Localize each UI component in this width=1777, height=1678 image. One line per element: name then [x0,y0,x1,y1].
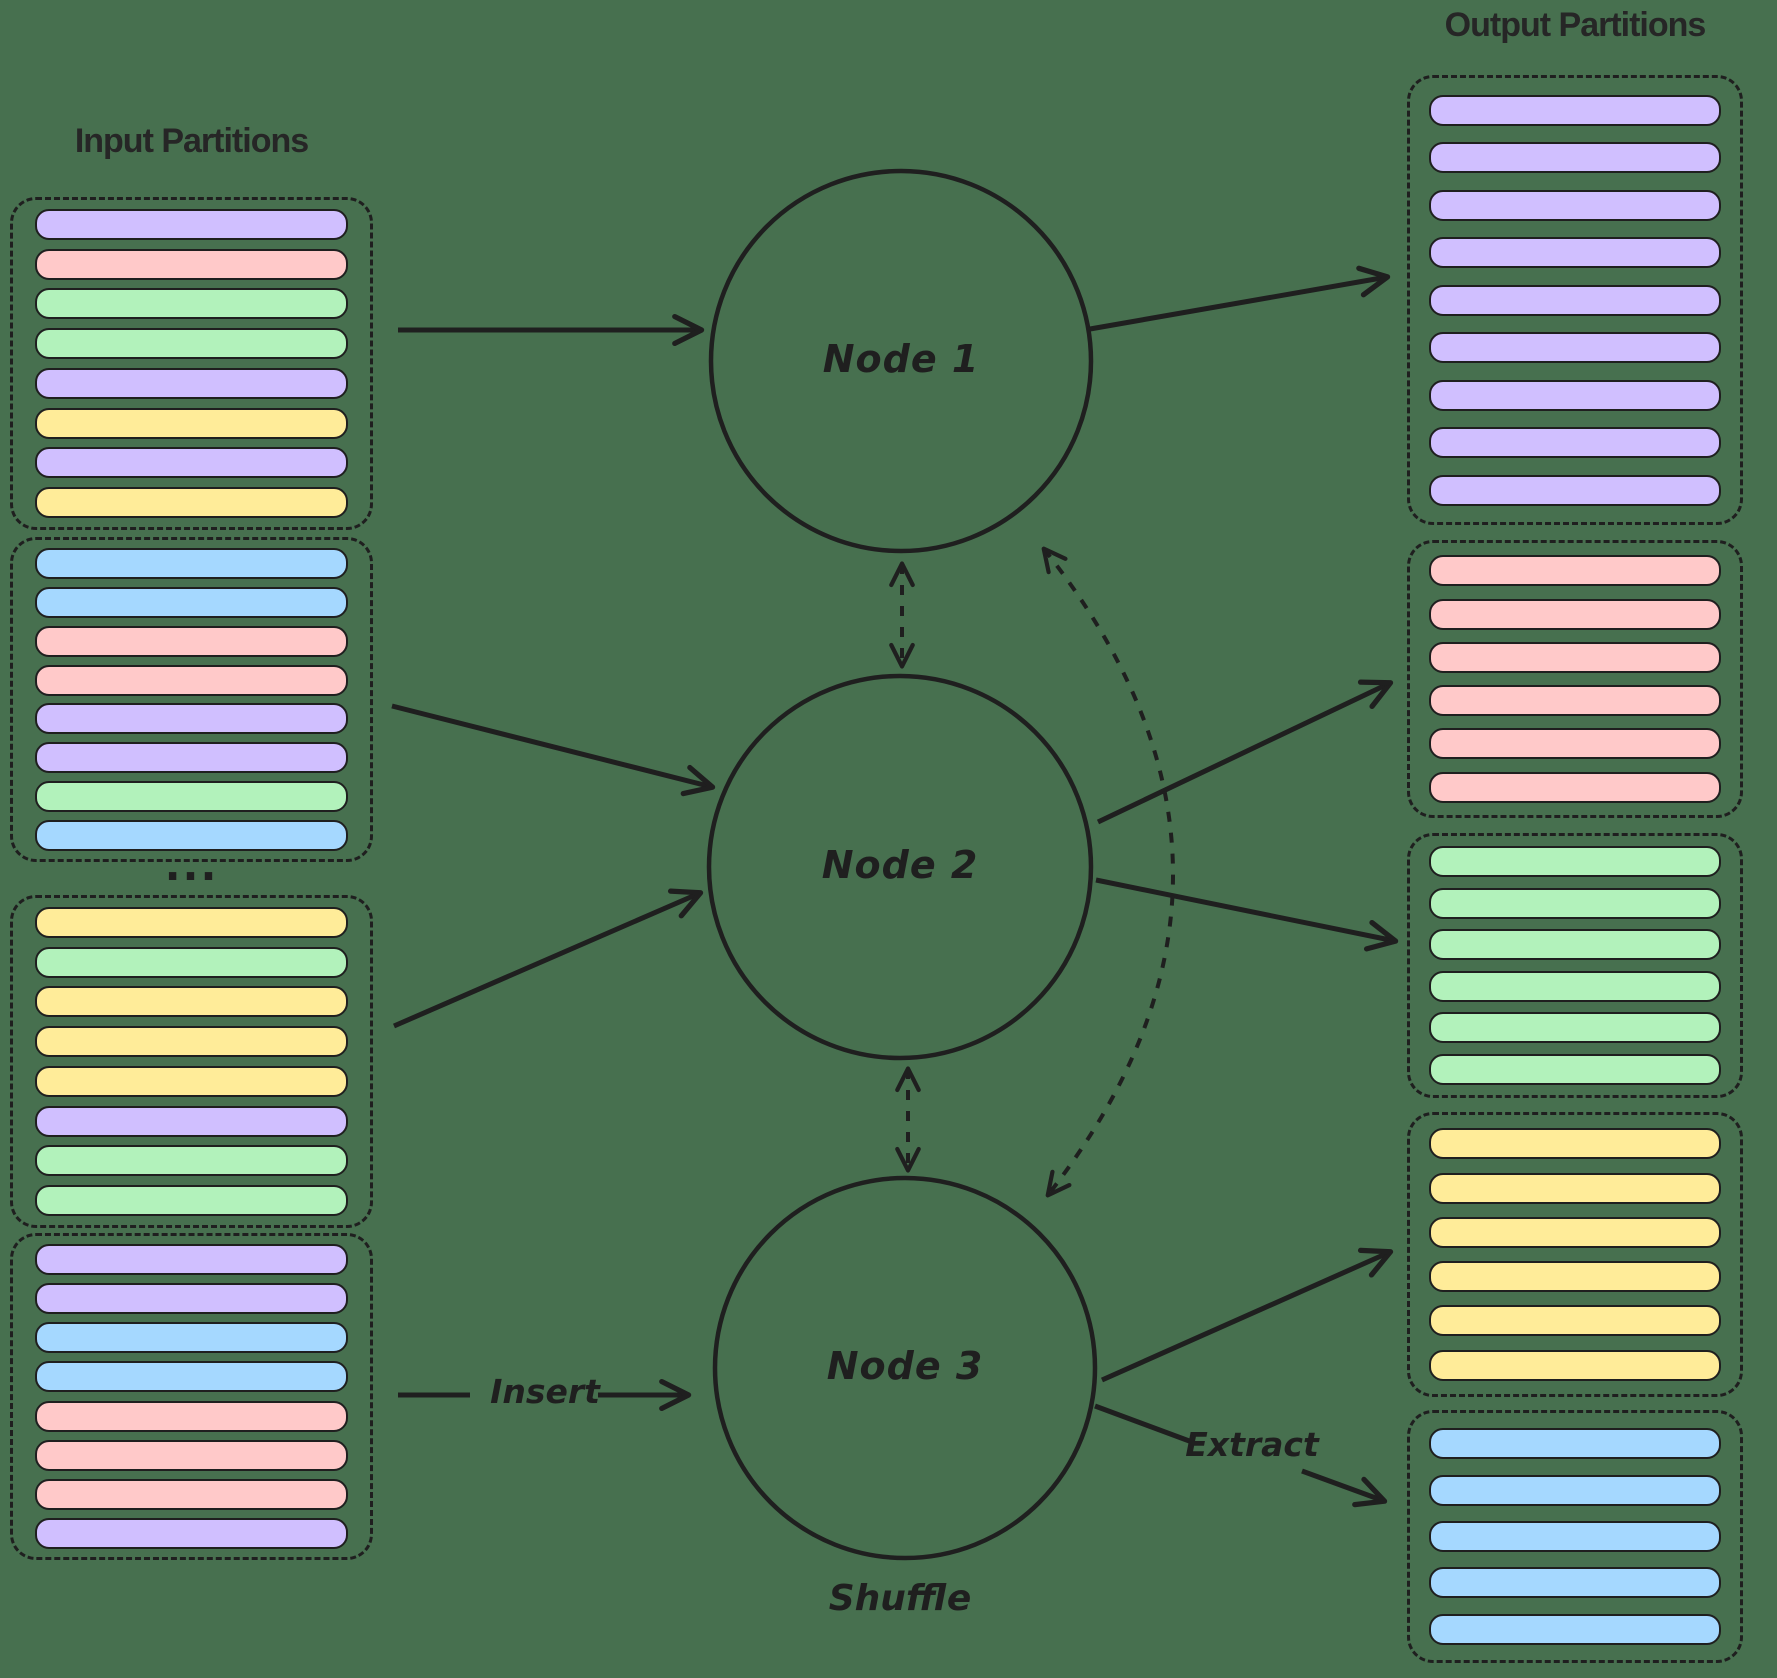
partition-bar-purple [35,742,348,774]
output-partition-group-purple [1407,75,1743,525]
edge-extract-head [1301,1468,1388,1508]
partition-bar-yellow [1429,1305,1721,1337]
partition-bar-yellow [1429,1349,1721,1381]
partition-bar-green [35,1145,348,1177]
partition-bar-pink [35,1439,348,1471]
partition-bar-pink [1429,641,1721,673]
partition-bar-blue [35,1322,348,1354]
partition-bar-green [35,946,348,978]
partition-bar-pink [1429,685,1721,717]
insert-label: Insert [490,1372,600,1411]
partition-bar-purple [1429,427,1721,458]
input-partition-group-4 [10,1233,373,1560]
partition-bar-purple [35,1283,348,1315]
partition-bar-green [1429,1053,1721,1085]
shuffle-link-node1-node3 [1041,546,1175,1198]
node-3-label: Node 3 [826,1344,984,1388]
partition-bar-blue [1429,1613,1721,1645]
partition-bar-purple [1429,237,1721,268]
input-partition-group-1 [10,197,373,530]
partition-bar-blue [35,586,348,618]
partition-bar-green [35,781,348,813]
edge-node2-to-output-pink [1096,679,1394,825]
edge-node2-to-output-green [1095,877,1399,952]
partition-bar-blue [1429,1474,1721,1506]
partition-bar-purple [1429,189,1721,221]
shuffle-label: Shuffle [828,1578,972,1619]
partition-bar-yellow [35,906,348,938]
partition-bar-purple [1429,379,1721,411]
partition-bar-pink [35,1478,348,1510]
edge-node1-to-output-purple [1089,265,1391,332]
node-1-label: Node 1 [822,337,980,381]
partition-bar-pink [1429,555,1721,587]
output-partitions-title: Output Partitions [1444,6,1707,44]
edge-input2-to-node2 [391,703,716,797]
extract-label: Extract [1185,1425,1319,1464]
partition-bar-green [1429,846,1721,878]
input-partitions-title: Input Partitions [74,122,309,160]
more-partitions-ellipsis: ... [164,841,219,890]
partition-bar-purple [35,367,348,399]
partition-bar-green [35,328,348,360]
partition-bar-purple [1429,142,1721,173]
partition-bar-green [1429,929,1721,961]
partition-bar-purple [1429,284,1721,316]
edge-node3-to-output-yellow [1100,1247,1394,1383]
edge-input3-to-node2 [393,888,704,1029]
partition-bar-pink [1429,728,1721,760]
partition-bar-blue [1429,1567,1721,1599]
partition-bar-pink [1429,771,1721,803]
input-partition-group-2 [10,537,373,862]
partition-bar-purple [35,703,348,735]
partition-bar-purple [35,1517,348,1549]
partition-bar-green [1429,1012,1721,1044]
output-partition-group-pink [1407,540,1743,818]
partition-bar-blue [1429,1428,1721,1460]
partition-bar-green [35,288,348,320]
partition-bar-yellow [35,407,348,439]
partition-bar-green [35,1185,348,1217]
partition-bar-yellow [1429,1128,1721,1160]
output-partition-group-blue [1407,1410,1743,1663]
node-2-label: Node 2 [821,843,979,887]
partition-bar-purple [1429,94,1721,126]
partition-bar-blue [35,820,348,851]
partition-bar-purple [35,447,348,479]
partition-bar-green [1429,887,1721,919]
partition-bar-yellow [35,986,348,1018]
partition-bar-yellow [35,487,348,519]
partition-bar-yellow [35,1065,348,1097]
partition-bar-purple [1429,474,1721,506]
partition-bar-pink [35,664,348,696]
partition-bar-purple [1429,332,1721,363]
partition-bar-yellow [35,1026,348,1058]
partition-bar-yellow [1429,1261,1721,1293]
partition-bar-pink [35,248,348,280]
partition-bar-green [1429,970,1721,1002]
partition-bar-blue [1429,1520,1721,1552]
partition-bar-blue [35,547,348,579]
partition-bar-pink [35,625,348,657]
partition-bar-purple [35,1244,348,1276]
partition-bar-yellow [1429,1216,1721,1248]
partition-bar-blue [35,1361,348,1393]
partition-bar-yellow [1429,1172,1721,1204]
output-partition-group-green [1407,833,1743,1098]
input-partition-group-3 [10,895,373,1228]
partition-bar-purple [35,208,348,240]
partition-bar-pink [1429,598,1721,630]
partition-bar-pink [35,1400,348,1432]
partition-bar-purple [35,1105,348,1137]
output-partition-group-yellow [1407,1112,1743,1397]
